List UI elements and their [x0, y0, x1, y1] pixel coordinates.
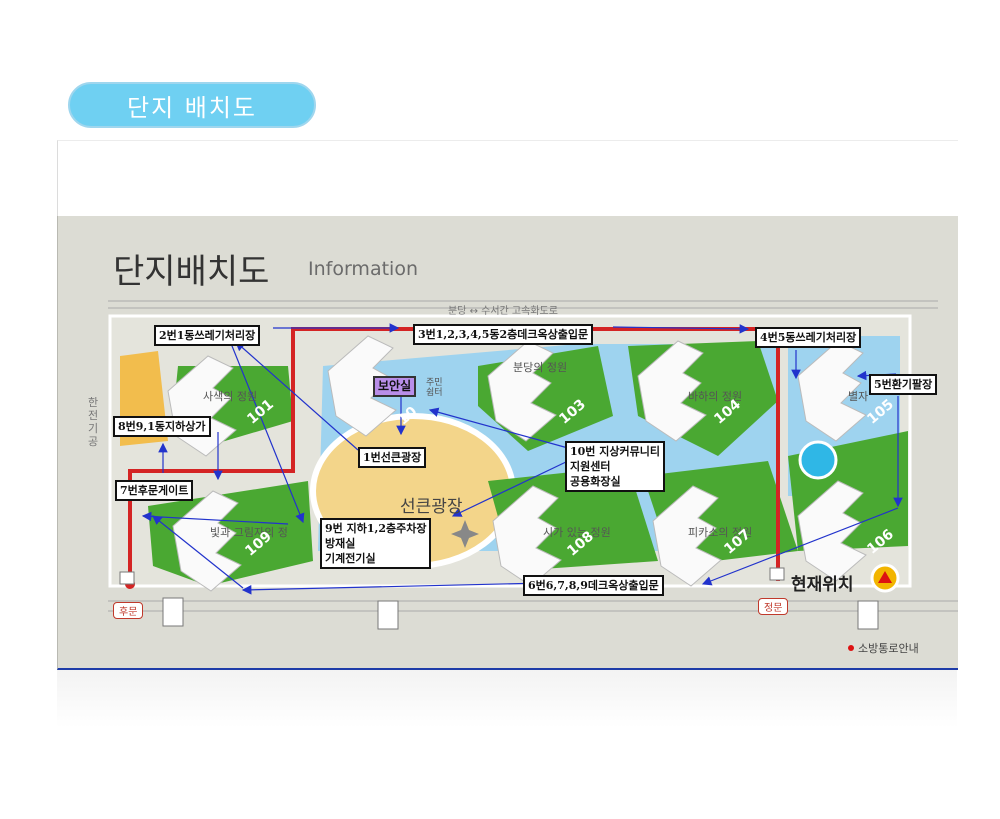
- annotation-box-4: 4번5동쓰레기처리장: [755, 327, 862, 348]
- garden-label-101: 사색의 정원: [203, 390, 258, 403]
- blank-frame: [57, 140, 958, 219]
- annotation-box-10: 10번 지상커뮤니티 지원센터 공용화장실: [565, 441, 665, 492]
- building-108: [492, 485, 562, 587]
- annotation-box-8: 8번9,1동지하상가: [113, 416, 211, 437]
- building-104: [637, 340, 707, 442]
- building-103: [487, 340, 557, 442]
- building-107: [652, 485, 722, 587]
- annotation-box-security: 보안실: [373, 376, 417, 397]
- annotation-box-6: 6번6,7,8,9데크옥상출입문: [523, 575, 664, 596]
- stairs: [119, 567, 879, 630]
- garden-label-105: 별자: [848, 390, 869, 403]
- main-gate-label: 정문: [758, 598, 789, 615]
- garden-label-108: 시가 있는 정원: [543, 526, 611, 539]
- annotation-box-2: 2번1동쓰레기처리장: [154, 325, 261, 346]
- plaza-label: 선큰광장: [400, 497, 463, 517]
- page-title: 단지 배치도: [126, 93, 258, 122]
- garden-label-103: 분당의 정원: [513, 361, 568, 374]
- annotation-box-1: 1번선큰광장: [358, 447, 427, 468]
- garden-label-107: 피카소의 정원: [688, 526, 753, 539]
- page-title-badge: 단지 배치도: [68, 82, 316, 128]
- lower-fade: [57, 670, 957, 728]
- annotation-box-3: 3번1,2,3,4,5동2층데크옥상출입문: [413, 324, 594, 345]
- garden-label-center: 주민 쉼터: [426, 378, 443, 398]
- side-label: 한전기공: [88, 396, 99, 448]
- annotation-box-9: 9번 지하1,2층주차장 방재실 기계전기실: [320, 518, 432, 569]
- legend-dot: [848, 645, 854, 651]
- road-label: 분당 ↔ 수서간 고속화도로: [448, 306, 558, 317]
- back-gate-label: 후문: [113, 602, 144, 619]
- current-location-marker: [870, 563, 900, 593]
- annotation-box-7: 7번후문게이트: [115, 480, 194, 501]
- garden-label-104: 바하의 정원: [688, 390, 743, 403]
- map-subtitle: Information: [308, 258, 418, 280]
- site-map: 단지배치도 Information 분당 ↔ 수서간 고속화도로 한전기공 사색…: [57, 216, 958, 670]
- annotation-box-5: 5번환기팔장: [869, 374, 938, 395]
- current-location-label: 현재위치: [791, 575, 854, 595]
- map-title: 단지배치도: [113, 252, 270, 292]
- legend-label: 소방통로안내: [858, 642, 919, 655]
- building-109: [172, 490, 242, 592]
- legend: 소방통로안내: [848, 640, 919, 656]
- garden-label-109: 빛과 그림자의 정: [210, 526, 288, 539]
- building-106: [797, 480, 867, 582]
- pond: [798, 440, 838, 480]
- compass-star: [451, 520, 479, 548]
